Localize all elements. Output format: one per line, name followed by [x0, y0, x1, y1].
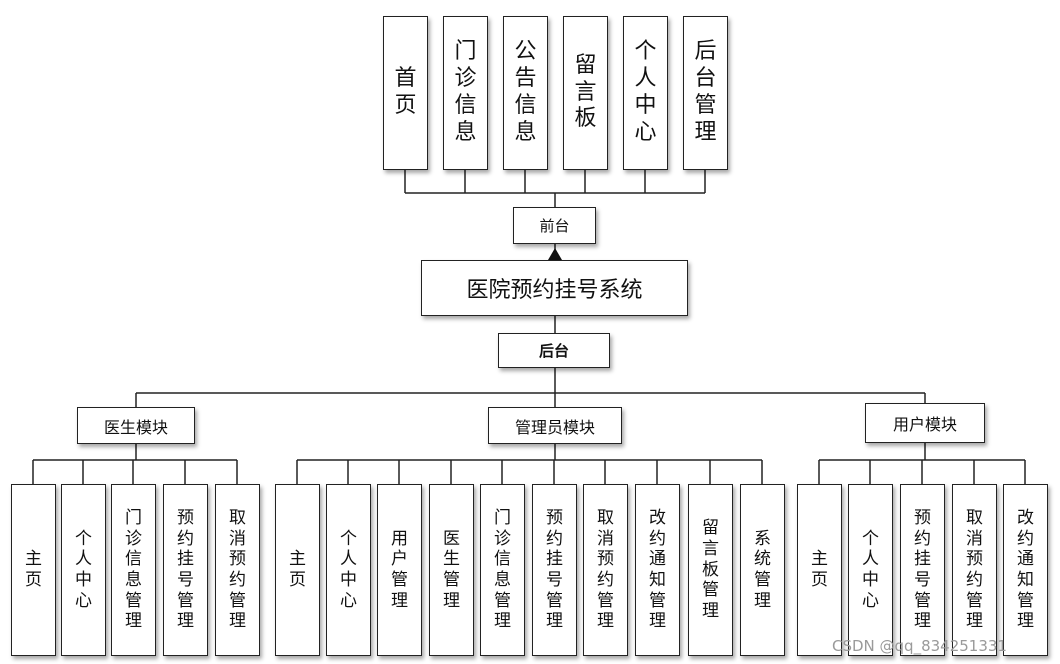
doctor-item-appointment-mgmt: 预约挂号管理 [163, 484, 208, 656]
front-label-box: 前台 [513, 207, 596, 244]
doctor-item-home: 主页 [11, 484, 56, 656]
admin-item-doctor-mgmt: 医生管理 [429, 484, 474, 656]
front-page-label: 门诊信息 [454, 39, 477, 145]
user-item-appointment-mgmt: 预约挂号管理 [900, 484, 945, 656]
front-page-clinic-info: 门诊信息 [443, 16, 488, 170]
item-label: 取消预约管理 [966, 507, 983, 632]
item-label: 医生管理 [443, 528, 460, 611]
system-title-box: 医院预约挂号系统 [421, 260, 688, 316]
item-label: 取消预约管理 [229, 507, 246, 632]
item-label: 个人中心 [75, 528, 92, 611]
arrow-head-icon [548, 248, 562, 260]
front-page-label: 公告信息 [514, 39, 537, 145]
back-label: 后台 [538, 342, 569, 360]
user-item-reschedule-notice-mgmt: 改约通知管理 [1003, 484, 1048, 656]
item-label: 主页 [289, 549, 306, 590]
item-label: 个人中心 [862, 528, 879, 611]
item-label: 改约通知管理 [649, 507, 666, 632]
front-page-label: 后台管理 [694, 39, 717, 145]
front-page-admin: 后台管理 [683, 16, 728, 170]
admin-item-personal-center: 个人中心 [326, 484, 371, 656]
item-label: 主页 [811, 549, 828, 590]
front-page-message-board: 留言板 [563, 16, 608, 170]
item-label: 系统管理 [754, 528, 771, 611]
watermark: CSDN @qq_834251331 [832, 637, 1007, 655]
item-label: 主页 [25, 549, 42, 590]
admin-item-user-mgmt: 用户管理 [377, 484, 422, 656]
module-user: 用户模块 [865, 403, 985, 443]
item-label: 改约通知管理 [1017, 507, 1034, 632]
module-doctor: 医生模块 [77, 407, 195, 444]
user-item-cancel-mgmt: 取消预约管理 [952, 484, 997, 656]
item-label: 预约挂号管理 [546, 507, 563, 632]
item-label: 取消预约管理 [597, 507, 614, 632]
item-label: 门诊信息管理 [494, 507, 511, 632]
admin-item-home: 主页 [275, 484, 320, 656]
user-item-personal-center: 个人中心 [848, 484, 893, 656]
doctor-item-cancel-mgmt: 取消预约管理 [215, 484, 260, 656]
admin-item-cancel-mgmt: 取消预约管理 [583, 484, 628, 656]
item-label: 用户管理 [391, 528, 408, 611]
back-label-box: 后台 [498, 333, 610, 368]
doctor-item-clinic-info-mgmt: 门诊信息管理 [111, 484, 156, 656]
doctor-item-personal-center: 个人中心 [61, 484, 106, 656]
module-label: 用户模块 [892, 415, 957, 434]
module-admin: 管理员模块 [488, 407, 622, 444]
item-label: 预约挂号管理 [914, 507, 931, 632]
system-title: 医院预约挂号系统 [466, 278, 643, 303]
module-label: 管理员模块 [514, 417, 595, 437]
item-label: 门诊信息管理 [125, 507, 142, 632]
user-item-home: 主页 [797, 484, 842, 656]
front-page-label: 个人中心 [634, 39, 657, 145]
admin-item-clinic-info-mgmt: 门诊信息管理 [480, 484, 525, 656]
front-page-label: 留言板 [574, 52, 597, 132]
front-page-home: 首页 [383, 16, 428, 170]
item-label: 个人中心 [340, 528, 357, 611]
front-page-personal-center: 个人中心 [623, 16, 668, 170]
admin-item-system-mgmt: 系统管理 [740, 484, 785, 656]
front-page-notices: 公告信息 [503, 16, 548, 170]
front-label: 前台 [539, 217, 570, 235]
admin-item-appointment-mgmt: 预约挂号管理 [532, 484, 577, 656]
admin-item-reschedule-notice-mgmt: 改约通知管理 [635, 484, 680, 656]
item-label: 预约挂号管理 [177, 507, 194, 632]
item-label: 留言板管理 [702, 518, 719, 622]
admin-item-message-board-mgmt: 留言板管理 [688, 484, 733, 656]
front-page-label: 首页 [394, 66, 417, 118]
module-label: 医生模块 [103, 417, 168, 437]
